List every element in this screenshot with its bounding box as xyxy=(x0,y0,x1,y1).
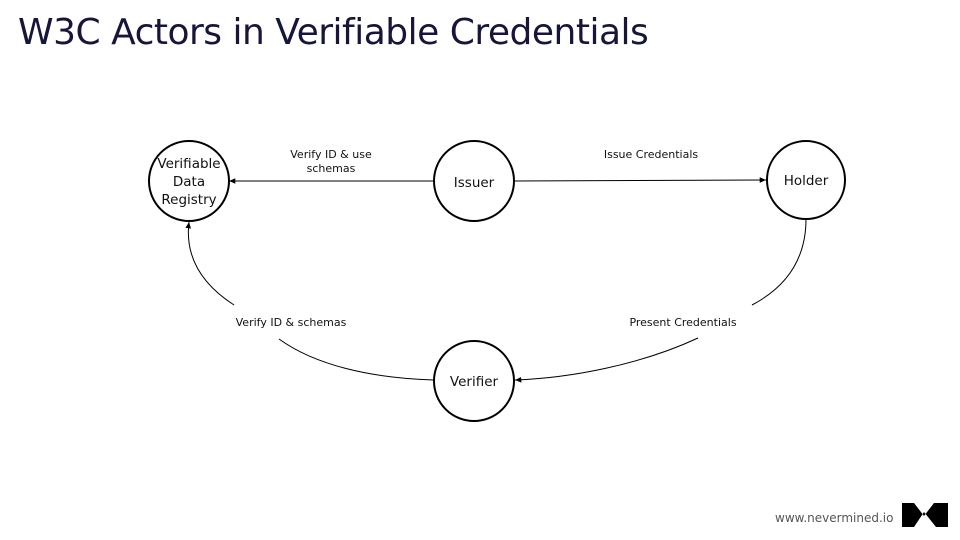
edge-label-verifier-to-registry: Verify ID & schemas xyxy=(236,316,347,329)
edge-verifier-to-registry-lower xyxy=(278,338,435,381)
node-registry-label-line2: Data xyxy=(173,174,205,190)
footer-url[interactable]: www.nevermined.io xyxy=(775,511,894,525)
node-issuer: Issuer xyxy=(433,140,515,222)
edge-holder-to-verifier-lower xyxy=(514,337,699,383)
node-registry-label-line3: Registry xyxy=(161,192,216,208)
edge-issuer-to-holder xyxy=(513,177,767,183)
node-registry: Verifiable Data Registry xyxy=(148,140,230,222)
edge-verifier-to-registry-upper xyxy=(185,221,235,306)
node-holder: Holder xyxy=(766,140,846,220)
edge-label-issuer-to-registry-line2: schemas xyxy=(307,162,356,175)
node-verifier-label: Verifier xyxy=(450,374,499,390)
edge-label-issuer-to-registry-line1: Verify ID & use xyxy=(290,148,372,161)
node-holder-label: Holder xyxy=(784,173,829,189)
node-registry-label-line1: Verifiable xyxy=(157,156,220,172)
node-verifier: Verifier xyxy=(433,340,515,422)
edge-holder-to-verifier-upper xyxy=(751,218,807,306)
node-issuer-label: Issuer xyxy=(454,175,495,191)
edge-label-holder-to-verifier: Present Credentials xyxy=(629,316,736,329)
edge-label-issuer-to-holder: Issue Credentials xyxy=(604,148,699,161)
slide-title: W3C Actors in Verifiable Credentials xyxy=(18,12,649,53)
nevermined-logo-icon xyxy=(902,503,948,527)
